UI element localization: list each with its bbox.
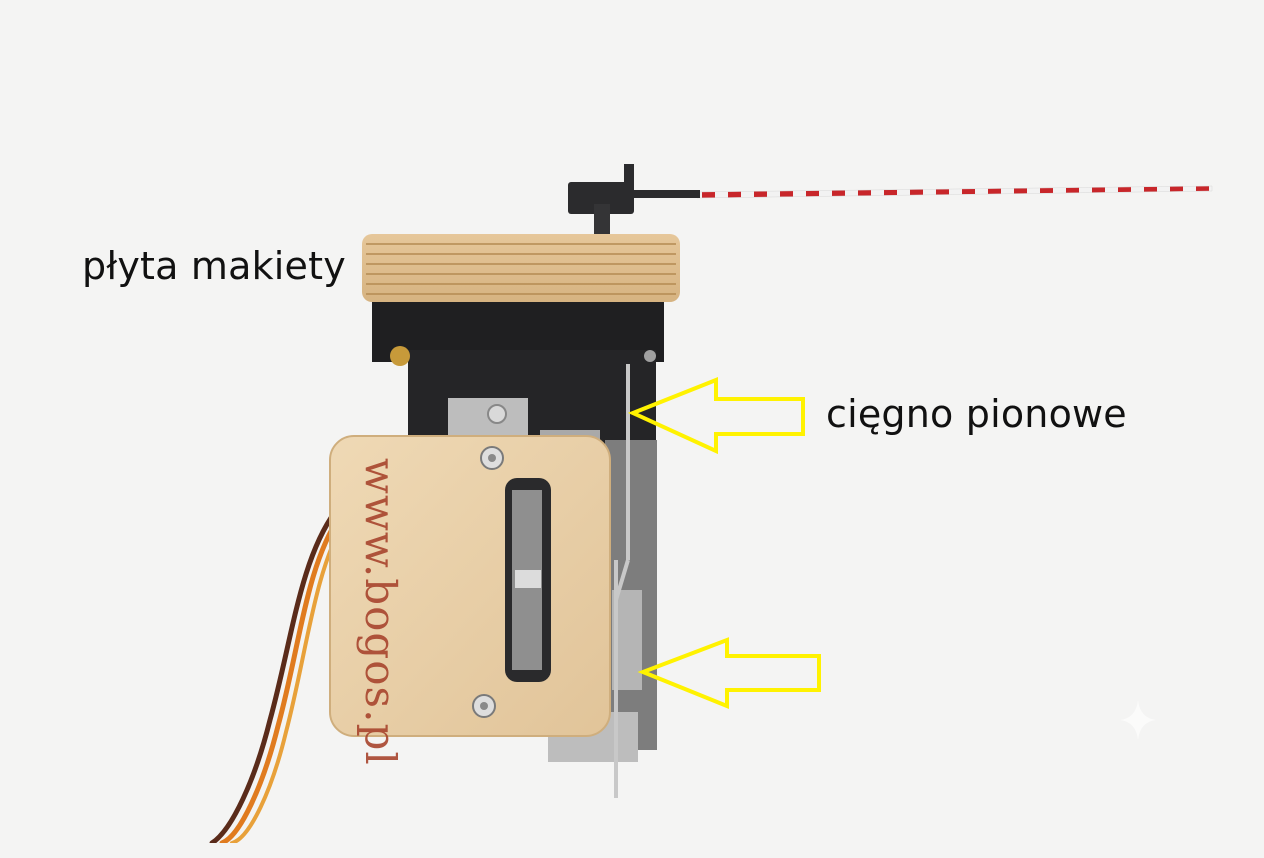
servo-wires [209, 509, 347, 843]
arrow-left-icon [637, 637, 821, 709]
arrow-left-icon [627, 377, 805, 455]
barrier-arm [568, 164, 1213, 240]
brand-engraving: www.bogos.pl [356, 458, 405, 766]
label-layout-plate: płyta makiety [82, 244, 346, 288]
label-vertical-rod: cięgno pionowe [826, 392, 1127, 436]
wood-panel [329, 435, 611, 737]
sparkle-watermark-icon [1120, 700, 1156, 740]
vertical-rod [614, 364, 630, 798]
plywood-plate [362, 234, 680, 302]
